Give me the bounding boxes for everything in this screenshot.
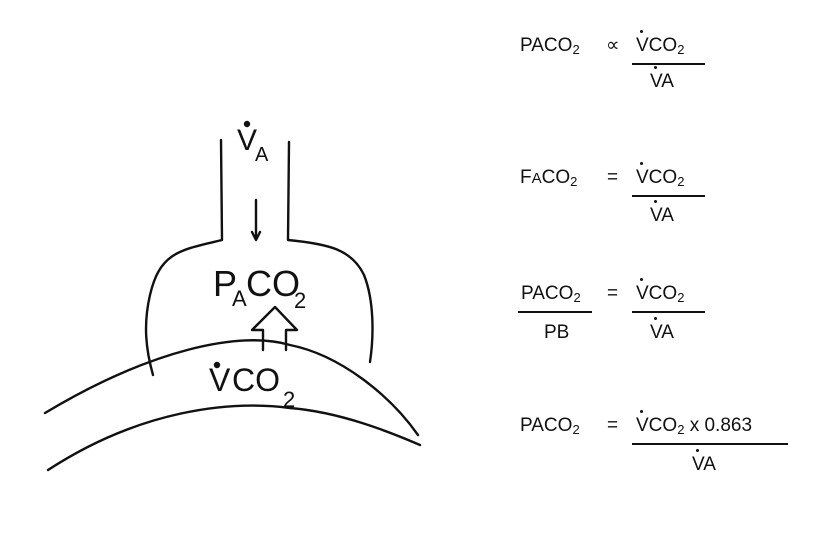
capillary-sub-2: 2 [283,387,295,412]
eq3-lhs-denominator: PB [544,322,570,343]
eq3-fraction-bar [632,311,705,313]
ventilation-sub-a: A [255,144,269,166]
eq4-fraction-bar [632,443,788,445]
alveolus-outline [144,138,224,377]
eq2-fraction-bar [632,195,705,197]
eq4-numerator: VCO2 x 0.863 [636,410,753,437]
alveolus-outline-right [286,140,374,364]
eq2-numerator: VCO2 [636,162,685,189]
eq3-lhs-numerator: PACO2 [521,283,581,305]
alveolus-diagram: V A P A CO 2 V CO 2 [43,120,422,472]
alveolar-sub-a: A [232,286,247,311]
eq1-fraction-bar [632,63,705,65]
co2-diffusion-arrow [250,305,299,352]
ventilation-label: V A [237,120,269,166]
eq3-denominator: VA [650,317,674,343]
alveolar-sub-2: 2 [294,288,306,313]
eq1-lhs: PACO2 [520,35,580,57]
eq2-operator: = [607,167,619,188]
alveolar-co: CO [246,263,300,304]
eq1-operator: ∝ [606,35,620,56]
capillary-v: V [209,362,231,398]
ventilation-dot [243,120,251,128]
capillary-top-wall [43,339,420,437]
capillary-bottom-wall [46,404,422,472]
eq2-denominator: VA [650,200,674,226]
capillary-co2-label: V CO 2 [209,361,295,412]
alveolar-p: P [213,263,237,304]
eq1-numerator: VCO2 [636,30,685,57]
eq4-lhs: PACO2 [520,415,580,437]
eq1-denominator: VA [650,66,674,92]
eq3-lhs-fraction-bar [518,311,592,313]
capillary-dot [213,361,221,369]
eq3-operator: = [607,283,619,304]
eq3-numerator: VCO2 [636,278,685,305]
eq4-operator: = [607,415,619,436]
capillary-co: CO [232,362,280,398]
eq4-denominator: VA [692,449,716,475]
alveolar-co2-label: P A CO 2 [213,263,306,313]
airflow-arrow-head [250,230,262,242]
eq2-lhs: FACO2 [520,167,578,189]
ventilation-v: V [237,124,257,157]
